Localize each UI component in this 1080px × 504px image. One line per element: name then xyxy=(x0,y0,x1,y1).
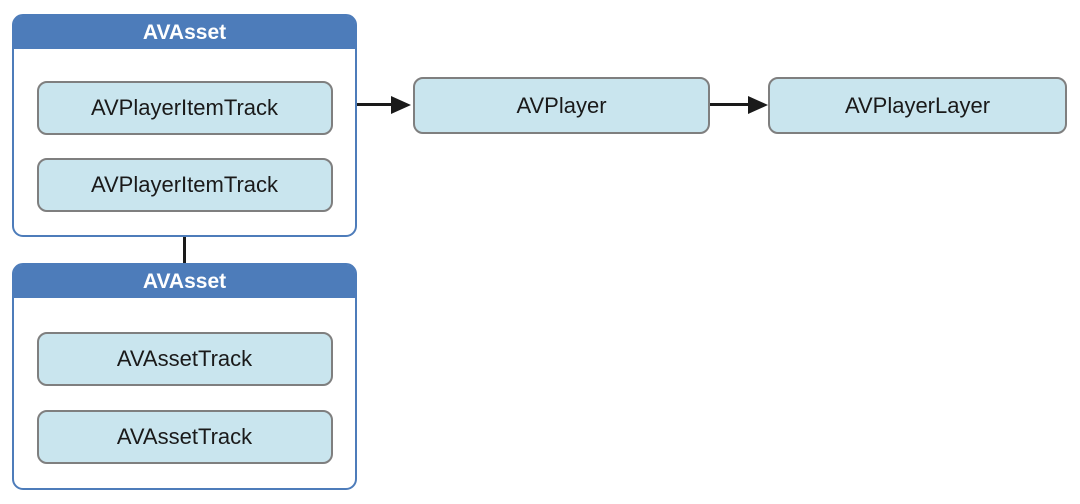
arrow-head-right-icon xyxy=(391,96,411,114)
avplayeritemtrack-node-1: AVPlayerItemTrack xyxy=(36,81,333,135)
avassettrack-node-2: AVAssetTrack xyxy=(36,410,333,464)
arrow-line xyxy=(710,103,750,106)
player-item-group-body: AVPlayerItemTrack AVPlayerItemTrack xyxy=(14,81,355,212)
asset-group: AVAsset AVAssetTrack AVAssetTrack xyxy=(12,263,357,490)
arrow-line xyxy=(357,103,393,106)
asset-group-header: AVAsset xyxy=(14,265,355,298)
player-item-group: AVAsset AVPlayerItemTrack AVPlayerItemTr… xyxy=(12,14,357,237)
avplayeritemtrack-node-2: AVPlayerItemTrack xyxy=(36,158,333,212)
avplayerlayer-node: AVPlayerLayer xyxy=(768,77,1067,134)
asset-group-body: AVAssetTrack AVAssetTrack xyxy=(14,332,355,464)
avplayer-node: AVPlayer xyxy=(413,77,710,134)
player-item-group-header: AVAsset xyxy=(14,16,355,49)
connector-groups-line xyxy=(183,237,186,264)
arrow-head-right-icon xyxy=(748,96,768,114)
avassettrack-node-1: AVAssetTrack xyxy=(36,332,333,386)
